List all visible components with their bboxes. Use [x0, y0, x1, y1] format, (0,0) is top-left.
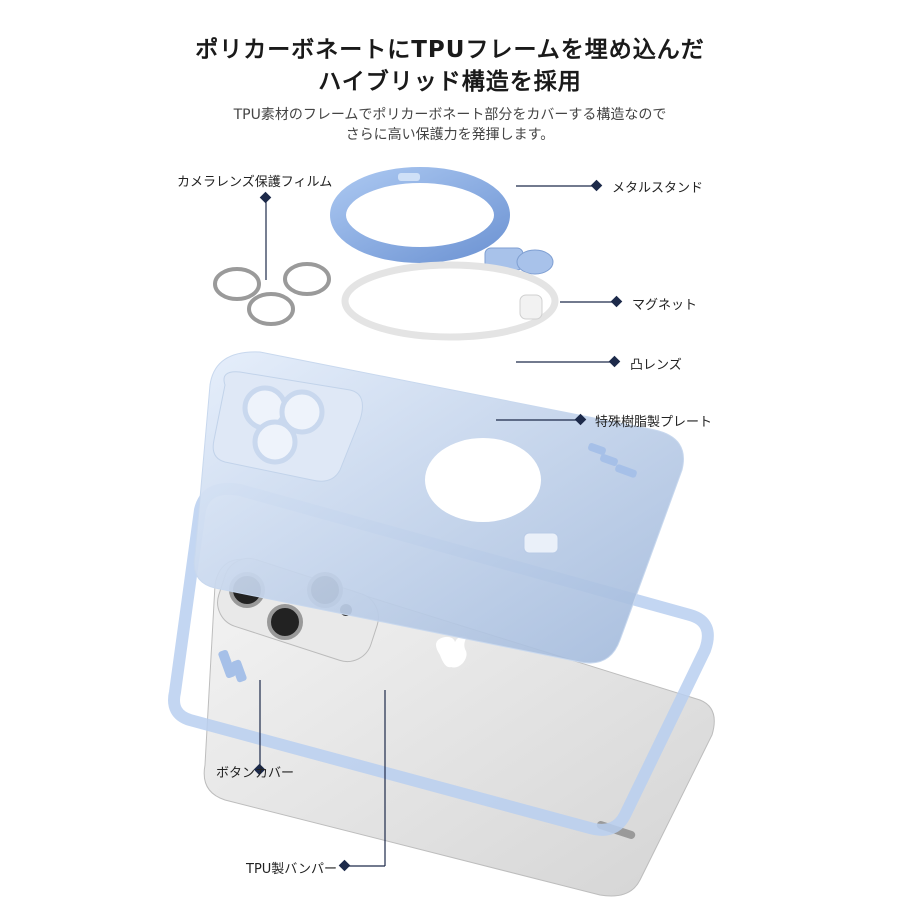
- button-covers-right: [588, 443, 637, 478]
- metal-stand: [330, 167, 554, 275]
- button-cover-left: [218, 649, 247, 683]
- label-metal-stand: メタルスタンド: [612, 181, 704, 196]
- label-convex-lens: 凸レンズ: [630, 358, 682, 373]
- camera-lens-films: [213, 262, 331, 326]
- magnet-ring: [341, 261, 559, 341]
- description-line-2: さらに高い保護力を発揮します。: [345, 127, 555, 143]
- leader-lines: [253, 179, 623, 872]
- heading-line-1: ポリカーボネートにTPUフレームを埋め込んだ: [195, 37, 705, 63]
- special-resin-plate: [193, 351, 684, 664]
- label-magnet: マグネット: [632, 298, 698, 313]
- heading-line-2: ハイブリッド構造を採用: [318, 69, 582, 95]
- label-special-resin-plate: 特殊樹脂製プレート: [595, 415, 713, 430]
- label-camera-lens-film: カメラレンズ保護フィルム: [177, 175, 333, 190]
- label-button-cover: ボタンカバー: [216, 766, 295, 781]
- label-tpu-bumper: TPU製バンパー: [246, 862, 337, 877]
- description-line-1: TPU素材のフレームでポリカーボネート部分をカバーする構造なので: [233, 107, 667, 123]
